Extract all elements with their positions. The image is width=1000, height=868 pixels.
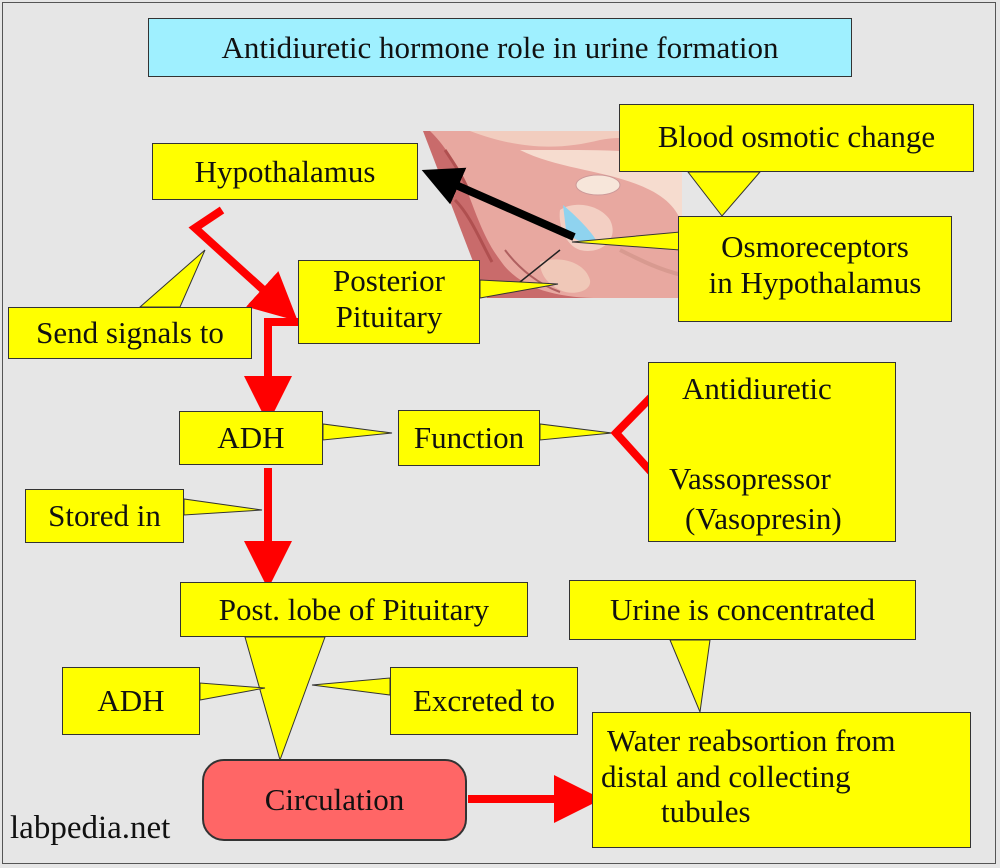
urine-concentrated-box: Urine is concentrated [569, 580, 916, 640]
function-bracket [610, 383, 665, 487]
water-reabsorption-line-3: tubules [661, 794, 751, 830]
hypothalamus-signal-arrow [188, 206, 298, 322]
circulation-node: Circulation [202, 759, 467, 841]
function-box: Function [398, 410, 540, 466]
water-reabsorption-line-1: Water reabsortion from [607, 723, 896, 758]
osmoreceptors-box: Osmoreceptors in Hypothalamus [678, 216, 952, 322]
osmoreceptors-line-2: in Hypothalamus [708, 264, 922, 300]
hypothalamus-box: Hypothalamus [152, 143, 418, 200]
flow-arrows [188, 167, 665, 823]
page-title: Antidiuretic hormone role in urine forma… [148, 18, 852, 77]
posterior-pituitary-line-2: Pituitary [335, 298, 443, 334]
function-item-antidiuretic: Antidiuretic [682, 371, 832, 406]
adh-box-top: ADH [179, 411, 323, 465]
pituitary-to-adh-arrow [244, 318, 298, 424]
water-reabsorption-line-2: distal and collecting [601, 758, 851, 794]
function-item-vassopressor: Vassopressor [669, 461, 831, 496]
posterior-pituitary-box: Posterior Pituitary [298, 260, 480, 344]
function-item-vasopresin: (Vasopresin) [685, 501, 842, 536]
circulation-label: Circulation [264, 782, 405, 817]
water-reabsorption-box: Water reabsortion from distal and collec… [592, 712, 971, 848]
post-lobe-box: Post. lobe of Pituitary [180, 582, 528, 637]
stored-in-box: Stored in [25, 489, 184, 543]
watermark: labpedia.net [10, 810, 171, 846]
adh-box-bottom: ADH [62, 667, 200, 735]
callout-pointers [138, 171, 762, 762]
posterior-pituitary-line-1: Posterior [333, 263, 445, 298]
functions-list-box: Antidiuretic Vassopressor (Vasopresin) [648, 362, 896, 542]
blood-osmotic-change-box: Blood osmotic change [619, 104, 974, 172]
osmoreceptor-to-hypothalamus-arrow [421, 167, 576, 241]
send-signals-box: Send signals to [8, 307, 252, 359]
osmoreceptors-line-1: Osmoreceptors [721, 229, 909, 264]
excreted-to-box: Excreted to [390, 667, 578, 735]
